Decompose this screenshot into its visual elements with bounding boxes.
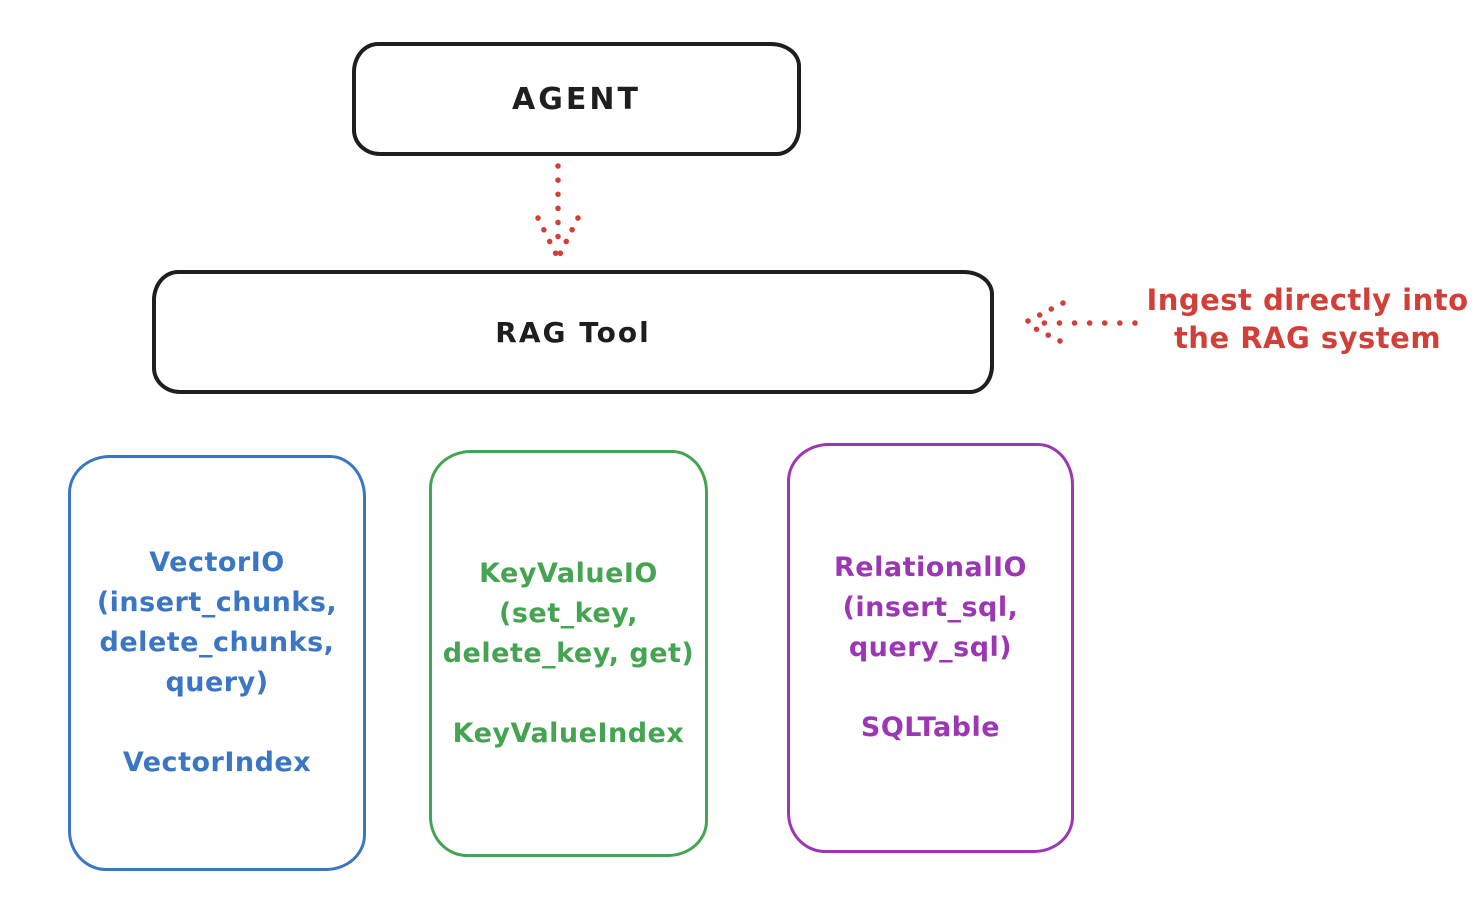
spacer — [97, 703, 337, 743]
agent-node-label: AGENT — [512, 81, 641, 117]
sqltable-label: SQLTable — [860, 712, 1001, 743]
keyvalueio-methods-line1: (set_key, — [499, 597, 638, 629]
ingest-arrow — [1023, 300, 1138, 344]
agent-to-rag-arrow — [535, 163, 581, 259]
relationalio-box: RelationalIO (insert_sql, query_sql) SQL… — [787, 443, 1074, 853]
ingest-annotation-line2: the RAG system — [1173, 321, 1442, 355]
vectorio-methods-line1: (insert_chunks, — [96, 587, 338, 618]
keyvalueio-methods-line2: delete_key, get) — [442, 637, 695, 669]
keyvalueio-title: KeyValueIO — [479, 557, 658, 589]
rag-tool-node-label: RAG Tool — [495, 315, 651, 349]
relationalio-box-text: RelationalIO (insert_sql, query_sql) SQL… — [834, 548, 1027, 748]
keyvalue-index-label: KeyValueIndex — [452, 717, 685, 749]
relationalio-methods-line1: (insert_sql, — [842, 592, 1019, 623]
relationalio-methods-line2: query_sql) — [848, 632, 1013, 663]
keyvalueio-box: KeyValueIO (set_key, delete_key, get) Ke… — [429, 450, 708, 857]
vectorio-methods-line2: delete_chunks, — [99, 627, 335, 658]
ingest-annotation-line1: Ingest directly into — [1146, 283, 1469, 317]
vectorio-title: VectorIO — [149, 547, 285, 578]
vectorio-box-text: VectorIO (insert_chunks, delete_chunks, … — [97, 543, 337, 783]
relationalio-title: RelationalIO — [834, 552, 1027, 583]
vectorio-box: VectorIO (insert_chunks, delete_chunks, … — [68, 455, 366, 871]
vector-index-label: VectorIndex — [122, 747, 312, 778]
spacer — [834, 668, 1027, 708]
ingest-annotation: Ingest directly into the RAG system — [1140, 281, 1475, 357]
vectorio-methods-line3: query) — [165, 667, 269, 698]
rag-tool-node: RAG Tool — [152, 270, 994, 394]
agent-node: AGENT — [352, 42, 801, 156]
spacer — [443, 674, 695, 714]
keyvalueio-box-text: KeyValueIO (set_key, delete_key, get) Ke… — [443, 554, 695, 754]
